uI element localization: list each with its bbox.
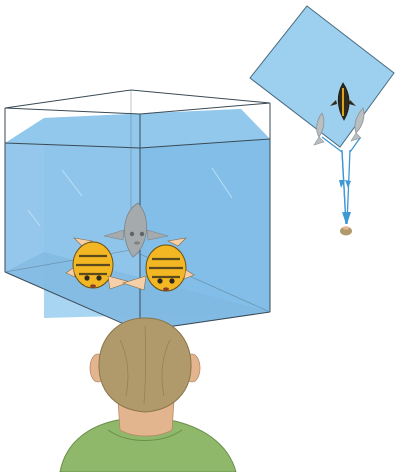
inset-observer-head-icon (340, 226, 352, 235)
top-view-inset (250, 6, 394, 236)
observer (60, 318, 236, 472)
